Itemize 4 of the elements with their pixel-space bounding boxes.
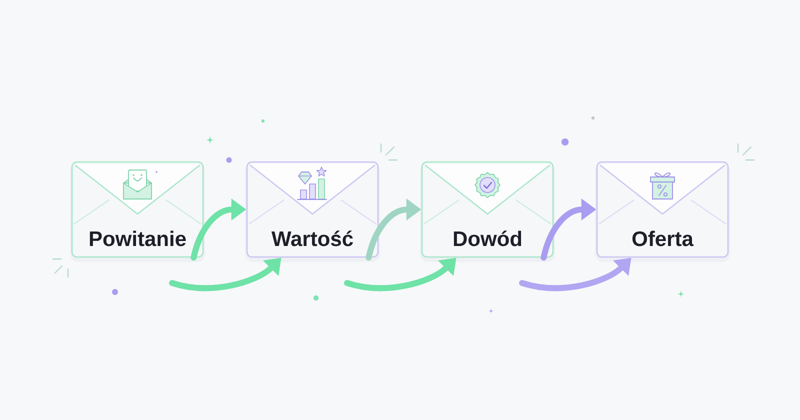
envelope: Oferta xyxy=(595,161,730,262)
envelope: Wartość xyxy=(245,161,380,262)
envelope: Powitanie xyxy=(70,161,205,262)
envelope: Dowód xyxy=(420,161,555,262)
